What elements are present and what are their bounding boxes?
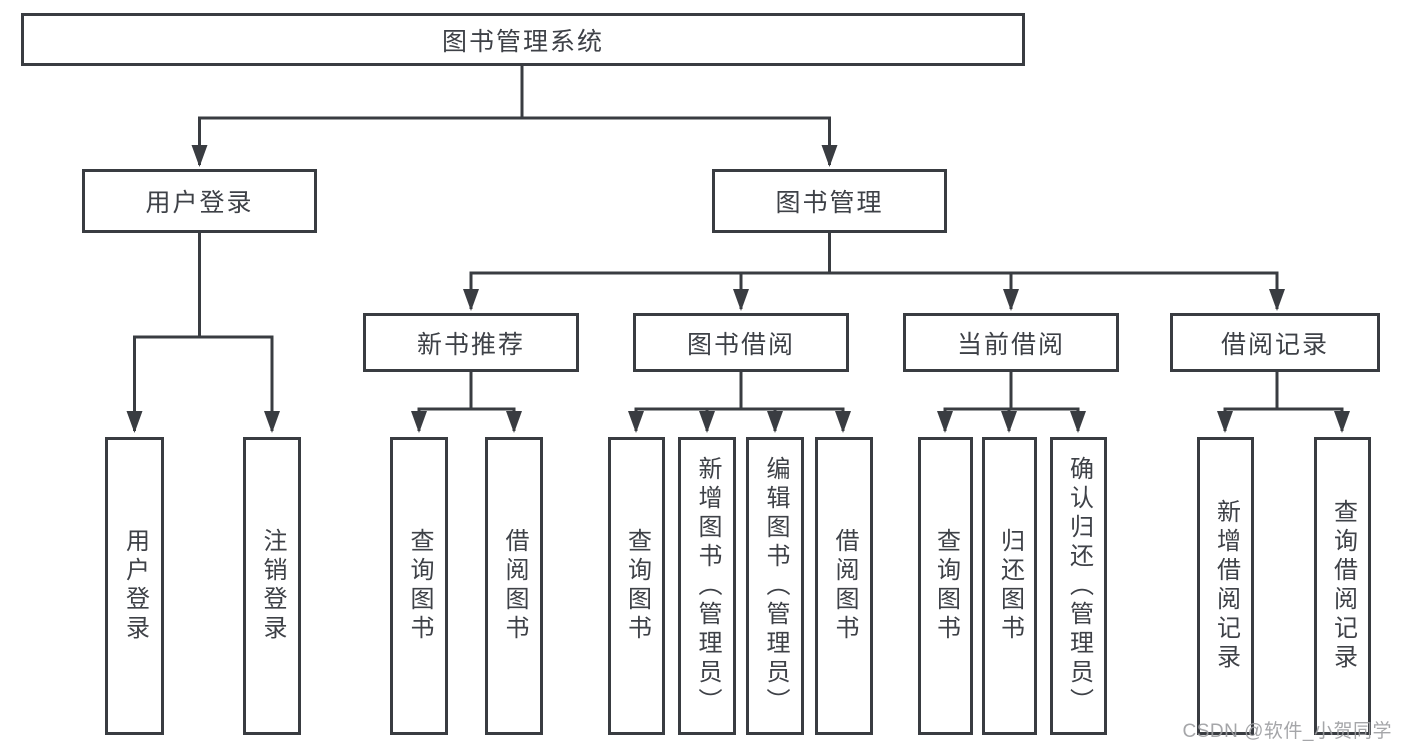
node-current-borrow: 当前借阅	[903, 313, 1119, 372]
leaf-bb-borrow-book: 借阅图书	[815, 437, 873, 735]
node-book-management: 图书管理	[712, 169, 947, 233]
leaf-user-login: 用户登录	[105, 437, 164, 735]
leaf-bb-add-book: 新增图书（管理员）	[678, 437, 736, 735]
leaf-br-query-record-label: 查询借阅记录	[1329, 499, 1357, 673]
leaf-cb-confirm-return-label: 确认归还（管理员）	[1065, 455, 1093, 717]
leaf-cb-confirm-return: 确认归还（管理员）	[1050, 437, 1107, 735]
leaf-br-query-record: 查询借阅记录	[1314, 437, 1371, 735]
leaf-bb-borrow-book-label: 借阅图书	[831, 528, 858, 644]
node-new-book-recommend-label: 新书推荐	[416, 330, 525, 359]
leaf-nb-query-book-label: 查询图书	[406, 528, 433, 644]
leaf-cb-return-book: 归还图书	[982, 437, 1037, 735]
csdn-watermark: CSDN @软件_小贺同学	[1182, 721, 1392, 742]
node-borrow-record-label: 借阅记录	[1220, 330, 1329, 359]
leaf-br-add-record: 新增借阅记录	[1197, 437, 1254, 735]
leaf-bb-query-book-label: 查询图书	[623, 528, 651, 644]
leaf-bb-add-book-label: 新增图书（管理员）	[694, 455, 721, 717]
leaf-cb-query-book: 查询图书	[918, 437, 973, 735]
leaf-nb-borrow-book: 借阅图书	[485, 437, 543, 735]
leaf-bb-edit-book: 编辑图书（管理员）	[746, 437, 804, 735]
leaf-cb-return-book-label: 归还图书	[996, 528, 1024, 644]
node-current-borrow-label: 当前借阅	[956, 330, 1065, 359]
leaf-bb-query-book: 查询图书	[608, 437, 665, 735]
leaf-logout: 注销登录	[243, 437, 301, 735]
leaf-nb-borrow-book-label: 借阅图书	[501, 528, 528, 644]
node-user-login: 用户登录	[82, 169, 317, 233]
leaf-bb-edit-book-label: 编辑图书（管理员）	[762, 455, 789, 717]
node-root-library-system: 图书管理系统	[21, 13, 1025, 66]
leaf-logout-label: 注销登录	[259, 528, 286, 644]
node-user-login-label: 用户登录	[145, 189, 254, 217]
leaf-nb-query-book: 查询图书	[390, 437, 448, 735]
node-book-borrow: 图书借阅	[633, 313, 849, 372]
node-root-label: 图书管理系统	[441, 27, 604, 56]
node-borrow-record: 借阅记录	[1170, 313, 1380, 372]
leaf-cb-query-book-label: 查询图书	[932, 528, 960, 644]
leaf-br-add-record-label: 新增借阅记录	[1212, 499, 1240, 673]
node-book-borrow-label: 图书借阅	[686, 330, 795, 359]
node-new-book-recommend: 新书推荐	[363, 313, 579, 372]
node-book-management-label: 图书管理	[775, 189, 884, 217]
leaf-user-login-label: 用户登录	[121, 528, 149, 644]
